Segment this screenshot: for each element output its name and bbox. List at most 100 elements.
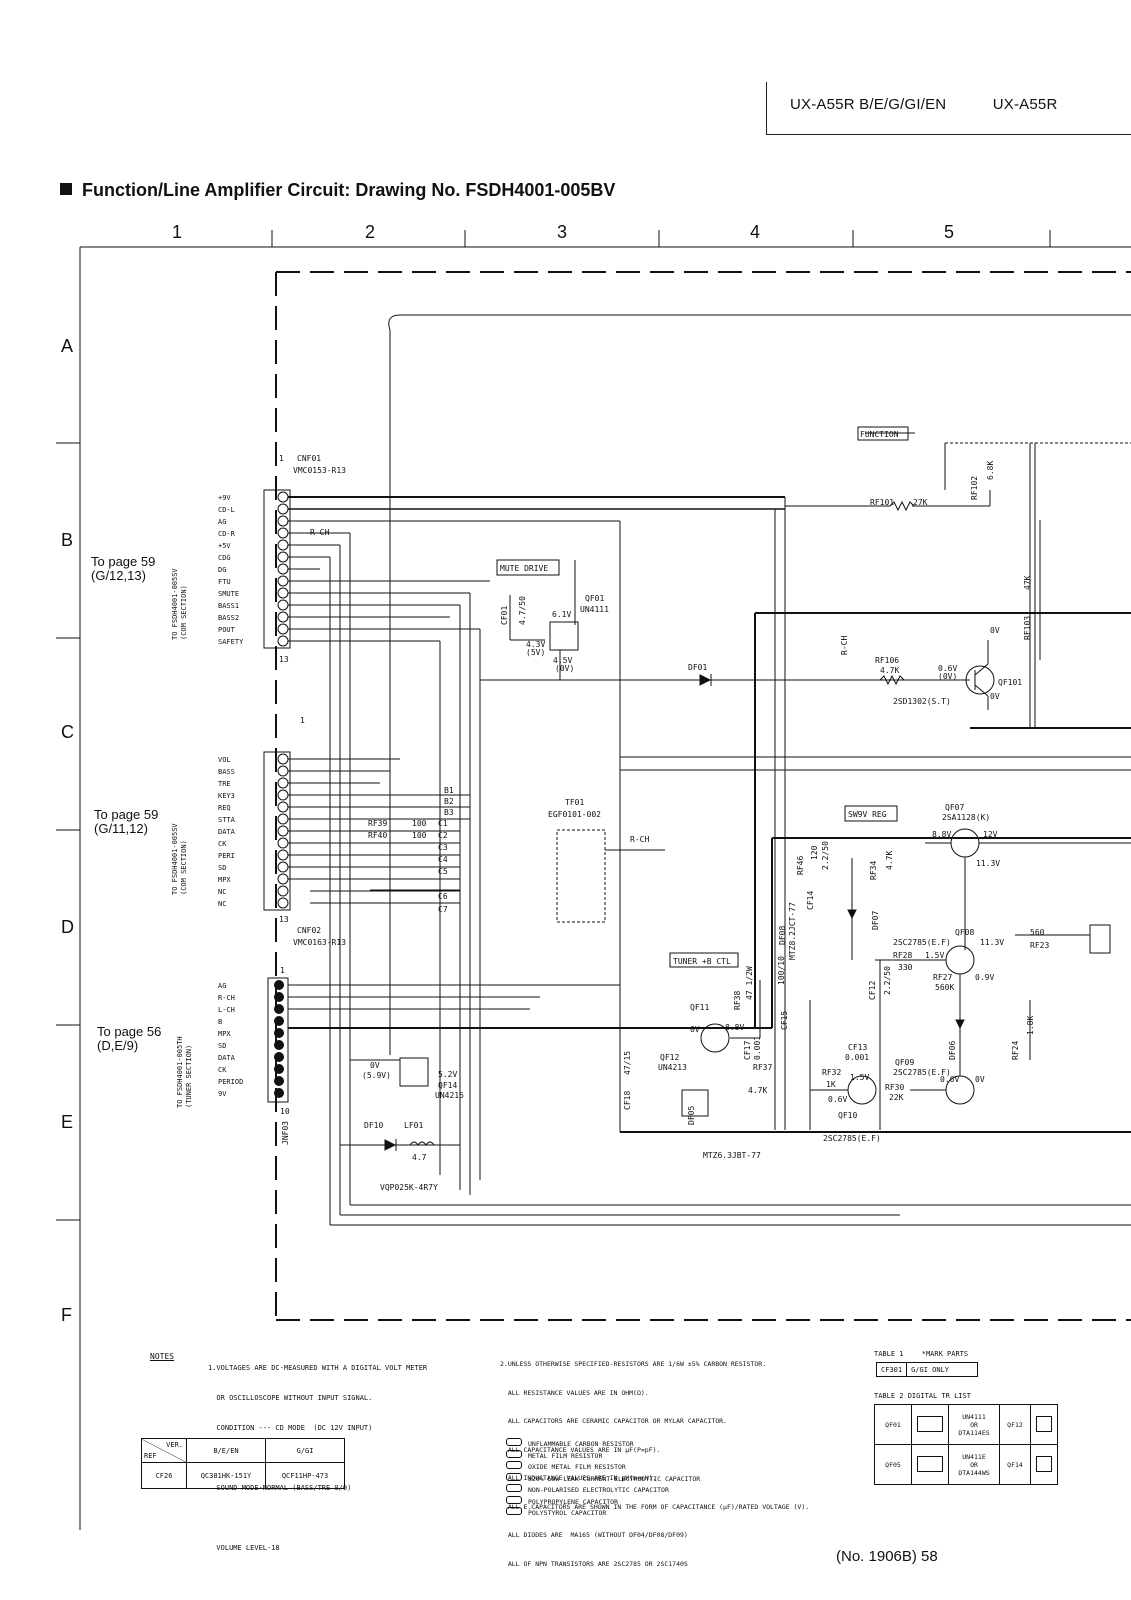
pin-label: MPX bbox=[218, 876, 231, 884]
legend-item: ±20% LOW LEAK CURRENT ELECTROLYTIC CAPAC… bbox=[506, 1472, 700, 1485]
dest-cnf01: TO FSDH4001-005SV (COM SECTION) bbox=[171, 568, 189, 640]
v-6-1: 6.1V bbox=[552, 610, 571, 619]
qf14-ref: QF14 bbox=[438, 1081, 457, 1090]
rf27-value: 560K bbox=[935, 983, 954, 992]
pin-label: KEY3 bbox=[218, 792, 235, 800]
grid-column-1: 1 bbox=[172, 222, 183, 242]
cf13-value: 0.001 bbox=[845, 1053, 869, 1062]
qf14-v-output: 5.2V bbox=[438, 1070, 457, 1079]
pin-label: TRE bbox=[218, 780, 231, 788]
qf101-v-emitter: 0V bbox=[990, 692, 1000, 701]
page-ref-jnf03: To page 56 (D,E/9) bbox=[97, 1025, 161, 1053]
legend-item: METAL FILM RESISTOR bbox=[506, 1449, 700, 1462]
b2-label: B2 bbox=[444, 797, 454, 806]
pin-label: CDG bbox=[218, 554, 231, 562]
version-header: G/GI bbox=[265, 1438, 345, 1463]
qf09-v-collector: 0V bbox=[975, 1075, 985, 1084]
page-ref-jnf03-grid: (D,E/9) bbox=[97, 1038, 139, 1053]
note-line bbox=[208, 1513, 427, 1523]
qf11-ref: QF11 bbox=[690, 1003, 709, 1012]
rf102-ref: RF102 bbox=[970, 476, 979, 500]
page-ref-cnf02: To page 59 (G/11,12) bbox=[94, 808, 158, 836]
qf12-ref: QF12 bbox=[660, 1053, 679, 1062]
pin-label: +9V bbox=[218, 494, 231, 502]
pin-label: DG bbox=[218, 566, 227, 574]
table1-ref: CF301 bbox=[875, 1362, 908, 1377]
rf39-label: RF39 bbox=[368, 819, 387, 828]
qf01-ref: QF01 bbox=[585, 594, 604, 603]
pin-label: PERIOD bbox=[218, 1078, 244, 1086]
pin-label: CD-L bbox=[218, 506, 235, 514]
note-line: ALL RESISTANCE VALUES ARE IN OHM(Ω). bbox=[500, 1388, 649, 1397]
b3-label: B3 bbox=[444, 808, 454, 817]
cf14-value: 2.2/50 bbox=[821, 841, 830, 870]
rch-label: R-CH bbox=[310, 528, 329, 537]
legend-symbol-icon bbox=[506, 1461, 522, 1469]
model-name: UX-A55R bbox=[992, 96, 1058, 113]
rf37-ref: RF37 bbox=[753, 1063, 772, 1072]
lf01-value: 4.7 bbox=[412, 1153, 427, 1162]
qf07-v-emitter: 12V bbox=[983, 830, 998, 839]
legend-item: POLYSTYROL CAPACITOR bbox=[506, 1507, 700, 1519]
grid-row-a: A bbox=[61, 336, 74, 356]
qf10-v-base: 1.5V bbox=[850, 1073, 869, 1082]
b1-label: B1 bbox=[444, 786, 454, 795]
rf106-value: 4.7K bbox=[880, 666, 899, 675]
cnf02-ref: CNF02 bbox=[297, 926, 321, 935]
rf37-value: 4.7K bbox=[748, 1086, 767, 1095]
connector-jnf03 bbox=[267, 977, 289, 1103]
rf24-ref: RF24 bbox=[1011, 1041, 1020, 1060]
legend-symbol-icon bbox=[506, 1484, 522, 1492]
cnf01-pin-last: 13 bbox=[279, 655, 289, 664]
c4-label: C4 bbox=[438, 855, 448, 864]
qf08-v-base: 1.5V bbox=[925, 951, 944, 960]
notes-heading: NOTES bbox=[150, 1352, 175, 1361]
table2-ref: QF01 bbox=[874, 1404, 912, 1445]
df07-ref: DF07 bbox=[871, 911, 880, 930]
cf17-value: 0.001 bbox=[753, 1036, 762, 1060]
page-title: Function/Line Amplifier Circuit: Drawing… bbox=[60, 180, 615, 201]
pin-label: CK bbox=[218, 840, 227, 848]
table2-ref: QF05 bbox=[874, 1444, 912, 1485]
pin-label: L-CH bbox=[218, 1006, 235, 1014]
rf27-ref: RF27 bbox=[933, 973, 952, 982]
notes-2: 2.UNLESS OTHERWISE SPECIFIED-RESISTORS A… bbox=[500, 1341, 809, 1579]
jnf03-ref: JNF03 bbox=[281, 1121, 290, 1145]
table2-ref2: QF14 bbox=[999, 1444, 1031, 1485]
cf01-value: 4.7/50 bbox=[518, 596, 527, 625]
rf103-value: 47K bbox=[1023, 575, 1032, 590]
cf12-value: 2.2/50 bbox=[883, 966, 892, 995]
grid-row-b: B bbox=[61, 530, 74, 550]
qf101-v-base-paren: (0V) bbox=[938, 672, 957, 681]
dest-cnf01-line1: TO FSDH4001-005SV bbox=[171, 568, 179, 640]
legend-item: POLYPROPYLENE CAPACITOR bbox=[506, 1495, 700, 1508]
note-line: 2.UNLESS OTHERWISE SPECIFIED-RESISTORS A… bbox=[500, 1360, 767, 1368]
pin-label: AG bbox=[218, 518, 227, 526]
zener-2-part: MTZ6.3JBT-77 bbox=[703, 1151, 761, 1160]
cf12-ref: CF12 bbox=[868, 981, 877, 1000]
pin-label: SMUTE bbox=[218, 590, 240, 598]
cf14-ref: CF14 bbox=[806, 891, 815, 910]
cnf02-pin-list: VOL BASS TRE KEY3 REQ STTA DATA CK PERI … bbox=[218, 754, 235, 910]
legend-symbol-icon bbox=[506, 1438, 522, 1446]
corner-label-bottom: REF bbox=[144, 1452, 157, 1460]
mute-drive-label: MUTE DRIVE bbox=[500, 564, 548, 573]
corner-label-top: VER. bbox=[166, 1441, 183, 1449]
pin-label: SD bbox=[218, 1042, 227, 1050]
page-ref-cnf02-grid: (G/11,12) bbox=[94, 821, 148, 836]
qf14-part: UN4215 bbox=[435, 1091, 464, 1100]
cnf02-part: VMC0163-R13 bbox=[293, 938, 346, 947]
pin-label: BASS2 bbox=[218, 614, 240, 622]
qf10-v-emitter: 0.6V bbox=[828, 1095, 847, 1104]
pin-label: NC bbox=[218, 900, 227, 908]
cf18-ref: CF18 bbox=[623, 1091, 632, 1110]
pin-label: SAFETY bbox=[218, 638, 244, 646]
table2-part: UN411E OR DTA144WS bbox=[948, 1444, 1000, 1485]
title-bullet-icon bbox=[60, 183, 72, 195]
legend-item: UNFLAMMABLE CARBON RESISTOR bbox=[506, 1438, 700, 1450]
pin-label: CD-R bbox=[218, 530, 235, 538]
legend-symbol-icon bbox=[506, 1495, 522, 1504]
note-line: VOLUME LEVEL-18 bbox=[208, 1544, 280, 1552]
function-label: FUNCTION bbox=[860, 430, 899, 439]
pin-label: BASS1 bbox=[218, 602, 240, 610]
